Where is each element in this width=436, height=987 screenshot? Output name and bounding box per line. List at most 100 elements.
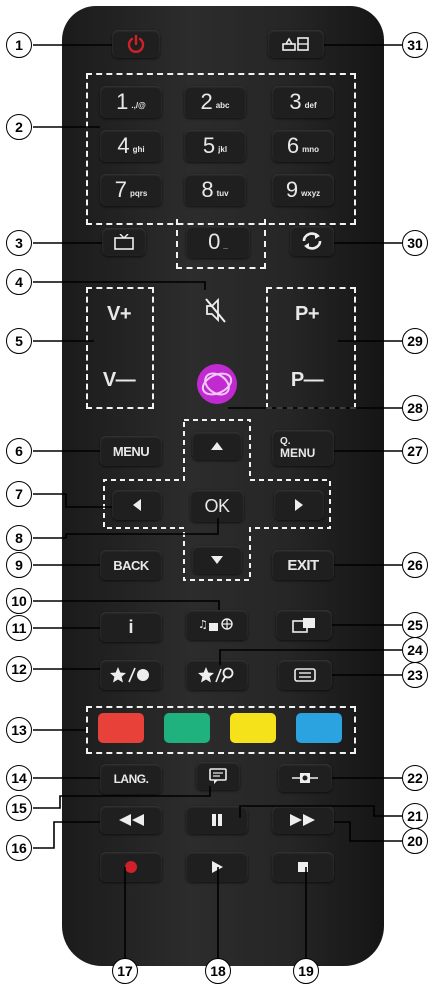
search-button[interactable] [186,660,248,690]
volume-down-label: V— [102,368,136,391]
text-button[interactable] [278,660,332,690]
callout-28: 28 [402,395,428,421]
callout-26: 26 [402,552,428,578]
callout-5-number: 5 [15,333,23,349]
callout-23: 23 [402,662,428,688]
num-7-letters: pqrs [129,188,148,198]
power-button[interactable] [112,30,160,58]
fast-forward-button[interactable] [272,806,334,834]
exit-button[interactable]: EXIT [272,550,334,580]
num-9-digit: 9 [285,177,299,202]
down-button[interactable] [192,546,242,574]
ok-button[interactable]: OK [190,490,244,522]
menu-button[interactable]: MENU [100,436,162,466]
info-label: i [128,616,134,637]
arrow-left-icon [133,499,141,511]
callout-3: 3 [6,230,32,256]
subtitles-icon [209,768,227,784]
callout-6-number: 6 [15,443,23,459]
callout-4: 4 [6,269,32,295]
up-button[interactable] [192,432,242,460]
quick-menu-label-bottom: MENU [280,446,316,460]
num-4-letters: ghi [132,144,145,154]
stop-button[interactable] [272,852,334,882]
callout-10-number: 10 [11,593,27,609]
green-button[interactable] [164,713,210,743]
volume-up-button[interactable]: V+ [94,296,144,332]
language-label: LANG. [113,772,149,786]
exit-label: EXIT [287,556,319,574]
source-icon [282,37,309,51]
left-button[interactable] [112,490,162,520]
program-down-button[interactable]: P— [276,362,338,398]
program-up-button[interactable]: P+ [276,296,338,332]
volume-down-button[interactable]: V— [94,362,144,398]
blue-button[interactable] [296,713,342,743]
record-button[interactable] [100,852,162,882]
rewind-button[interactable] [100,806,162,834]
callout-28-number: 28 [407,400,423,416]
pause-button[interactable] [186,806,248,834]
media-browser-button[interactable]: ♫ [186,610,248,640]
num-6-letters: mno [302,144,320,154]
num-8-digit: 8 [201,177,214,202]
arrow-up-icon [211,442,223,450]
screen-button[interactable] [276,610,332,640]
back-button[interactable]: BACK [100,550,162,580]
num-8-letters: tuv [216,188,229,198]
callout-8: 8 [6,525,32,551]
num-0-button[interactable]: 0_ [186,226,250,258]
callout-27: 27 [402,438,428,464]
search-star-icon [198,667,234,683]
num-1-button[interactable]: 1.,/@ [100,86,162,118]
program-up-label: P+ [294,302,320,325]
callout-1-number: 1 [15,37,23,53]
back-label: BACK [113,557,149,573]
callout-18: 18 [205,958,231,984]
callout-12: 12 [6,656,32,682]
right-button[interactable] [274,490,324,520]
rewind-icon [119,814,144,826]
callout-22-number: 22 [407,770,423,786]
fast-forward-icon [290,814,315,826]
netflix-button[interactable] [190,357,244,411]
num-9-letters: wxyz [301,188,321,198]
info-button[interactable]: i [100,612,162,642]
language-button[interactable]: LANG. [100,764,162,794]
mute-button[interactable] [194,290,238,330]
source-button[interactable] [268,30,324,58]
callout-20-number: 20 [407,833,423,849]
arrow-right-icon [295,499,303,511]
play-button[interactable] [186,852,248,882]
tv-button[interactable] [102,228,146,256]
volume-up-label: V+ [106,302,132,325]
callout-13-number: 13 [11,722,27,738]
callout-7-number: 7 [15,486,23,502]
num-0-letters: _ [223,240,228,250]
quick-menu-button[interactable]: Q. MENU [272,430,334,466]
num-1-letters: .,/@ [131,100,146,110]
subtitles-button[interactable] [196,762,240,790]
callout-6: 6 [6,438,32,464]
red-button[interactable] [98,713,144,743]
callout-29: 29 [402,328,428,354]
callout-5: 5 [6,328,32,354]
favourites-button[interactable] [100,660,162,690]
picture-button[interactable] [278,764,332,792]
num-2-digit: 2 [200,89,213,114]
callout-21: 21 [402,803,428,829]
callout-15: 15 [6,795,32,821]
yellow-button[interactable] [230,713,276,743]
callout-30-number: 30 [407,235,423,251]
callout-24: 24 [402,637,428,663]
swap-button[interactable] [290,226,334,256]
callout-29-number: 29 [407,333,423,349]
